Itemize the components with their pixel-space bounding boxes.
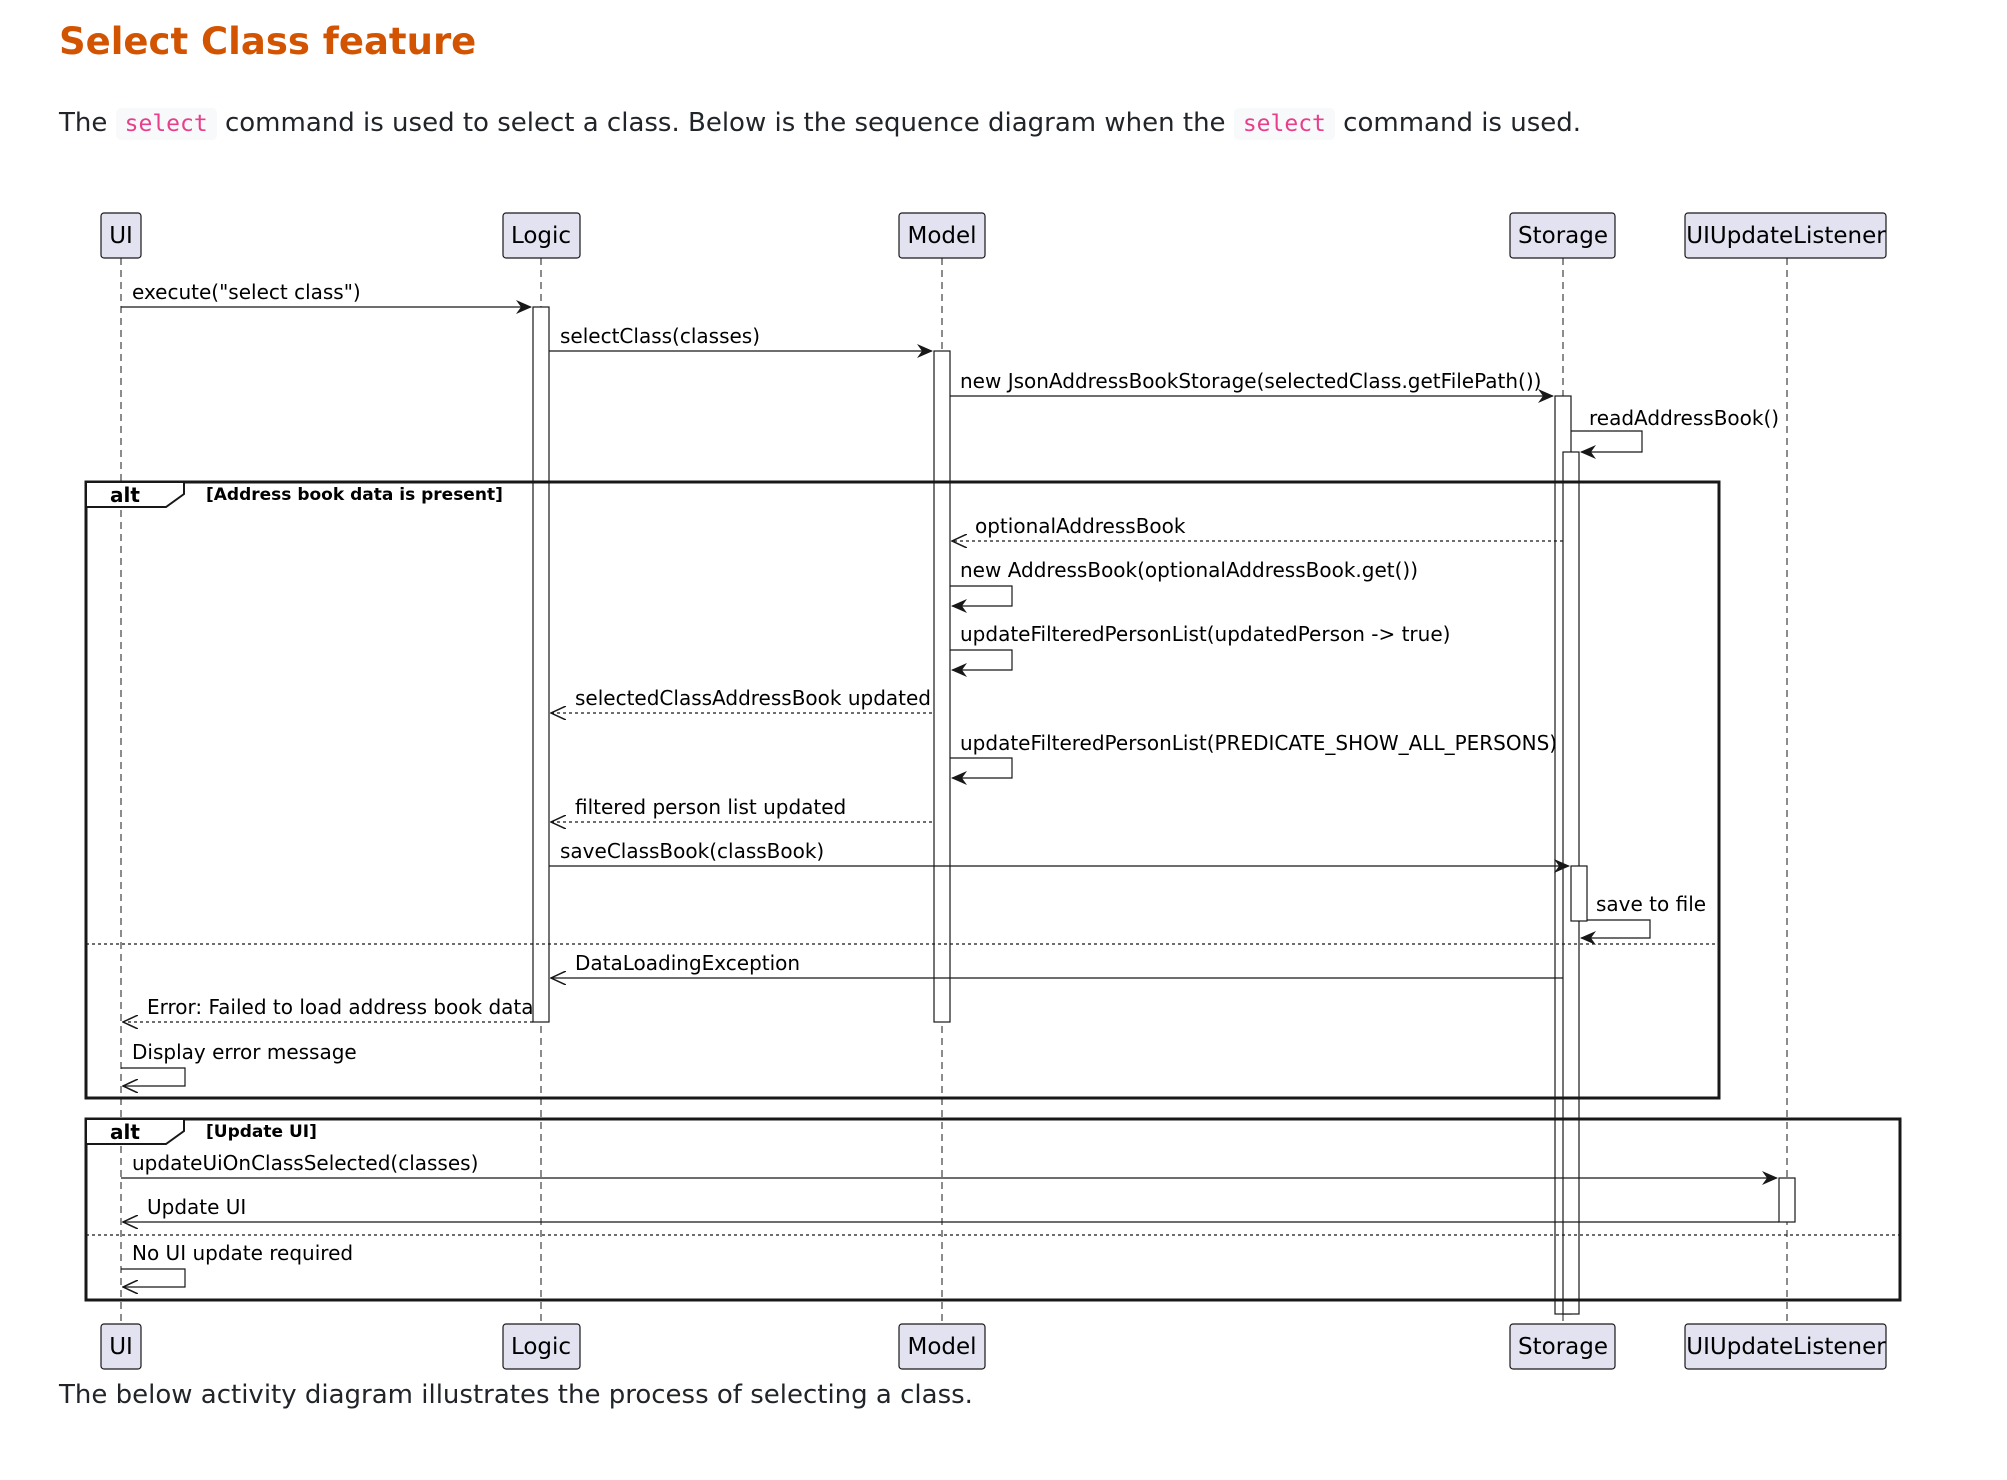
activation-storage-3 (1570, 865, 1588, 922)
section-title: Select Class feature (59, 20, 477, 63)
message-label-selected-class-updated: selectedClassAddressBook updated (575, 686, 931, 710)
outro-paragraph: The below activity diagram illustrates t… (59, 1380, 973, 1410)
message-label-error: Error: Failed to load address book data (147, 995, 534, 1019)
participant-box-model-bottom (898, 1323, 986, 1370)
intro-text-end: command is used. (1343, 108, 1582, 138)
participant-label-ui: UI (109, 223, 133, 249)
message-arrow-no-ui-update (121, 1268, 186, 1287)
intro-text-middle: command is used to select a class. Below… (224, 108, 1226, 138)
message-label-update-ui-on-class: updateUiOnClassSelected(classes) (132, 1151, 478, 1175)
intro-paragraph: The select command is used to select a c… (59, 108, 1582, 140)
activation-uiupdatelistener (1778, 1177, 1796, 1223)
message-label-filtered-list-updated: filtered person list updated (575, 795, 846, 819)
message-label-select-class: selectClass(classes) (560, 324, 760, 348)
alt-guard-2: [Update UI] (206, 1122, 317, 1142)
message-label-update-filtered-2: updateFilteredPersonList(PREDICATE_SHOW_… (960, 731, 1557, 755)
participant-label-model: Model (907, 223, 976, 249)
participant-label-uiupdatelistener-bottom: UIUpdateListener (1686, 1334, 1886, 1360)
participant-label-logic-bottom: Logic (511, 1334, 571, 1360)
alt-guard: [Address book data is present] (206, 485, 503, 505)
participant-box-logic-bottom (502, 1323, 581, 1370)
message-arrow-new-address-book (950, 585, 1013, 613)
message-arrow-display-error (121, 1067, 186, 1086)
participant-box-logic (502, 212, 581, 259)
message-label-optional-address-book: optionalAddressBook (975, 514, 1186, 538)
intro-text-start: The (59, 108, 108, 138)
participant-label-model-bottom: Model (907, 1334, 976, 1360)
message-label-update-filtered-1: updateFilteredPersonList(updatedPerson -… (960, 622, 1450, 646)
message-label-new-storage: new JsonAddressBookStorage(selectedClass… (960, 369, 1541, 393)
participant-label-ui-bottom: UI (109, 1334, 133, 1360)
message-arrow-read-address-book (1571, 430, 1643, 459)
alt-fragment-address-book: alt [Address book data is present] (84, 480, 1721, 1100)
alt-label: alt (110, 483, 140, 507)
participant-box-ui (100, 212, 142, 259)
participant-label-logic: Logic (511, 223, 571, 249)
message-arrow-update-filtered-2 (950, 757, 1013, 785)
activation-logic (532, 306, 550, 1023)
participant-box-ui-bottom (100, 1323, 142, 1370)
participant-label-storage: Storage (1518, 223, 1608, 249)
message-label-display-error: Display error message (132, 1040, 357, 1064)
message-arrow-save-to-file (1580, 919, 1651, 945)
message-label-new-address-book: new AddressBook(optionalAddressBook.get(… (960, 558, 1418, 582)
participant-box-storage (1509, 212, 1616, 259)
message-label-execute: execute("select class") (132, 280, 361, 304)
alt-label-2: alt (110, 1120, 140, 1144)
alt-fragment-update-ui: alt [Update UI] (84, 1117, 1902, 1302)
participant-box-storage-bottom (1509, 1323, 1616, 1370)
participant-box-uiupdatelistener-bottom (1684, 1323, 1887, 1370)
message-arrow-update-filtered-1 (950, 649, 1013, 677)
activation-model (933, 350, 951, 1023)
message-label-data-loading-exception: DataLoadingException (575, 951, 800, 975)
participant-box-model (898, 212, 986, 259)
participant-box-uiupdatelistener (1684, 212, 1887, 259)
participant-label-storage-bottom: Storage (1518, 1334, 1608, 1360)
message-label-save-to-file: save to file (1596, 892, 1706, 916)
inline-code-select-2: select (1233, 108, 1335, 140)
message-label-no-ui-update: No UI update required (132, 1241, 353, 1265)
inline-code-select: select (115, 108, 217, 140)
message-label-update-ui: Update UI (147, 1195, 246, 1219)
message-label-save-class-book: saveClassBook(classBook) (560, 839, 824, 863)
participant-label-uiupdatelistener: UIUpdateListener (1686, 223, 1886, 249)
message-label-read-address-book: readAddressBook() (1589, 406, 1779, 430)
